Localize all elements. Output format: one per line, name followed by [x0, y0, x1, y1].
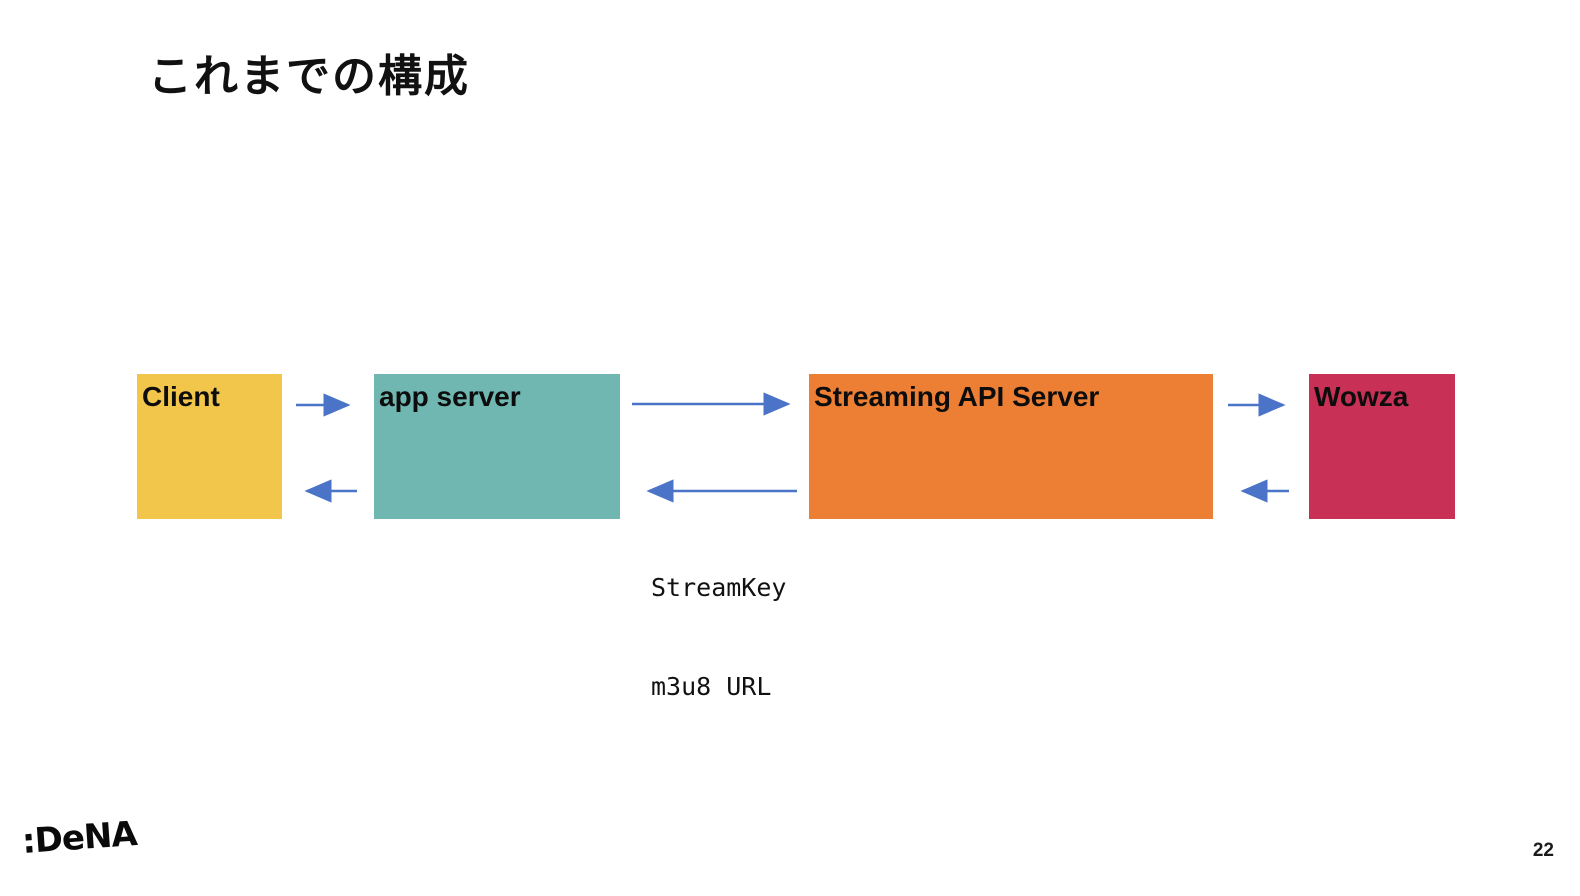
node-client: Client: [137, 374, 282, 519]
node-app-server-label: app server: [379, 381, 521, 412]
node-streaming-api-server: Streaming API Server: [809, 374, 1213, 519]
node-wowza: Wowza: [1309, 374, 1455, 519]
dena-logo: :DeNA: [20, 814, 138, 862]
node-app-server: app server: [374, 374, 620, 519]
slide-title: これまでの構成: [148, 52, 470, 101]
edge-label-streamkey: StreamKey m3u8 URL: [651, 505, 786, 769]
node-client-label: Client: [142, 381, 220, 412]
edge-label-line1: StreamKey: [651, 573, 787, 602]
page-number: 22: [1532, 840, 1554, 861]
node-streaming-api-server-label: Streaming API Server: [814, 381, 1100, 412]
edge-label-line2: m3u8 URL: [651, 672, 772, 701]
node-wowza-label: Wowza: [1314, 381, 1409, 412]
